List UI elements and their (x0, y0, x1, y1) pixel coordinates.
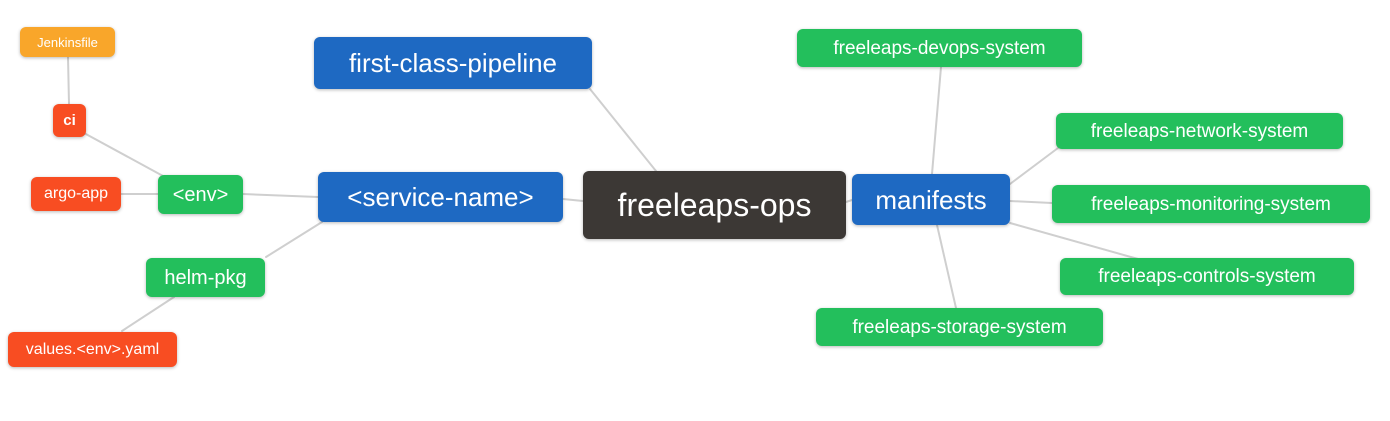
edge-env-to-service-name (242, 193, 319, 198)
node-manifests[interactable]: manifests (852, 174, 1010, 225)
edge-jenkinsfile-to-ci (67, 56, 70, 105)
node-freeleaps-ops[interactable]: freeleaps-ops (583, 171, 846, 239)
node-first-class-pipeline[interactable]: first-class-pipeline (314, 37, 592, 89)
node-argo-app[interactable]: argo-app (31, 177, 121, 211)
edge-values-env-yaml-to-helm-pkg (121, 296, 175, 332)
node-freeleaps-monitoring-system[interactable]: freeleaps-monitoring-system (1052, 185, 1370, 223)
node-freeleaps-devops-system[interactable]: freeleaps-devops-system (797, 29, 1082, 67)
edge-manifests-to-freeleaps-network-system (1009, 147, 1059, 185)
node-freeleaps-network-system[interactable]: freeleaps-network-system (1056, 113, 1343, 149)
edge-ci-to-env (83, 132, 164, 177)
node-values-env-yaml[interactable]: values.<env>.yaml (8, 332, 177, 367)
node-helm-pkg[interactable]: helm-pkg (146, 258, 265, 297)
edge-manifests-to-freeleaps-storage-system (936, 224, 957, 309)
node-ci[interactable]: ci (53, 104, 86, 137)
edge-helm-pkg-to-service-name (265, 221, 323, 258)
edge-manifests-to-freeleaps-controls-system (1009, 222, 1139, 260)
edge-first-class-pipeline-to-freeleaps-ops (589, 88, 657, 172)
edge-manifests-to-freeleaps-monitoring-system (1009, 200, 1053, 204)
node-jenkinsfile[interactable]: Jenkinsfile (20, 27, 115, 57)
edge-manifests-to-freeleaps-devops-system (931, 66, 942, 175)
node-service-name[interactable]: <service-name> (318, 172, 563, 222)
node-freeleaps-storage-system[interactable]: freeleaps-storage-system (816, 308, 1103, 346)
node-env[interactable]: <env> (158, 175, 243, 214)
edge-service-name-to-freeleaps-ops (562, 198, 584, 202)
node-freeleaps-controls-system[interactable]: freeleaps-controls-system (1060, 258, 1354, 295)
